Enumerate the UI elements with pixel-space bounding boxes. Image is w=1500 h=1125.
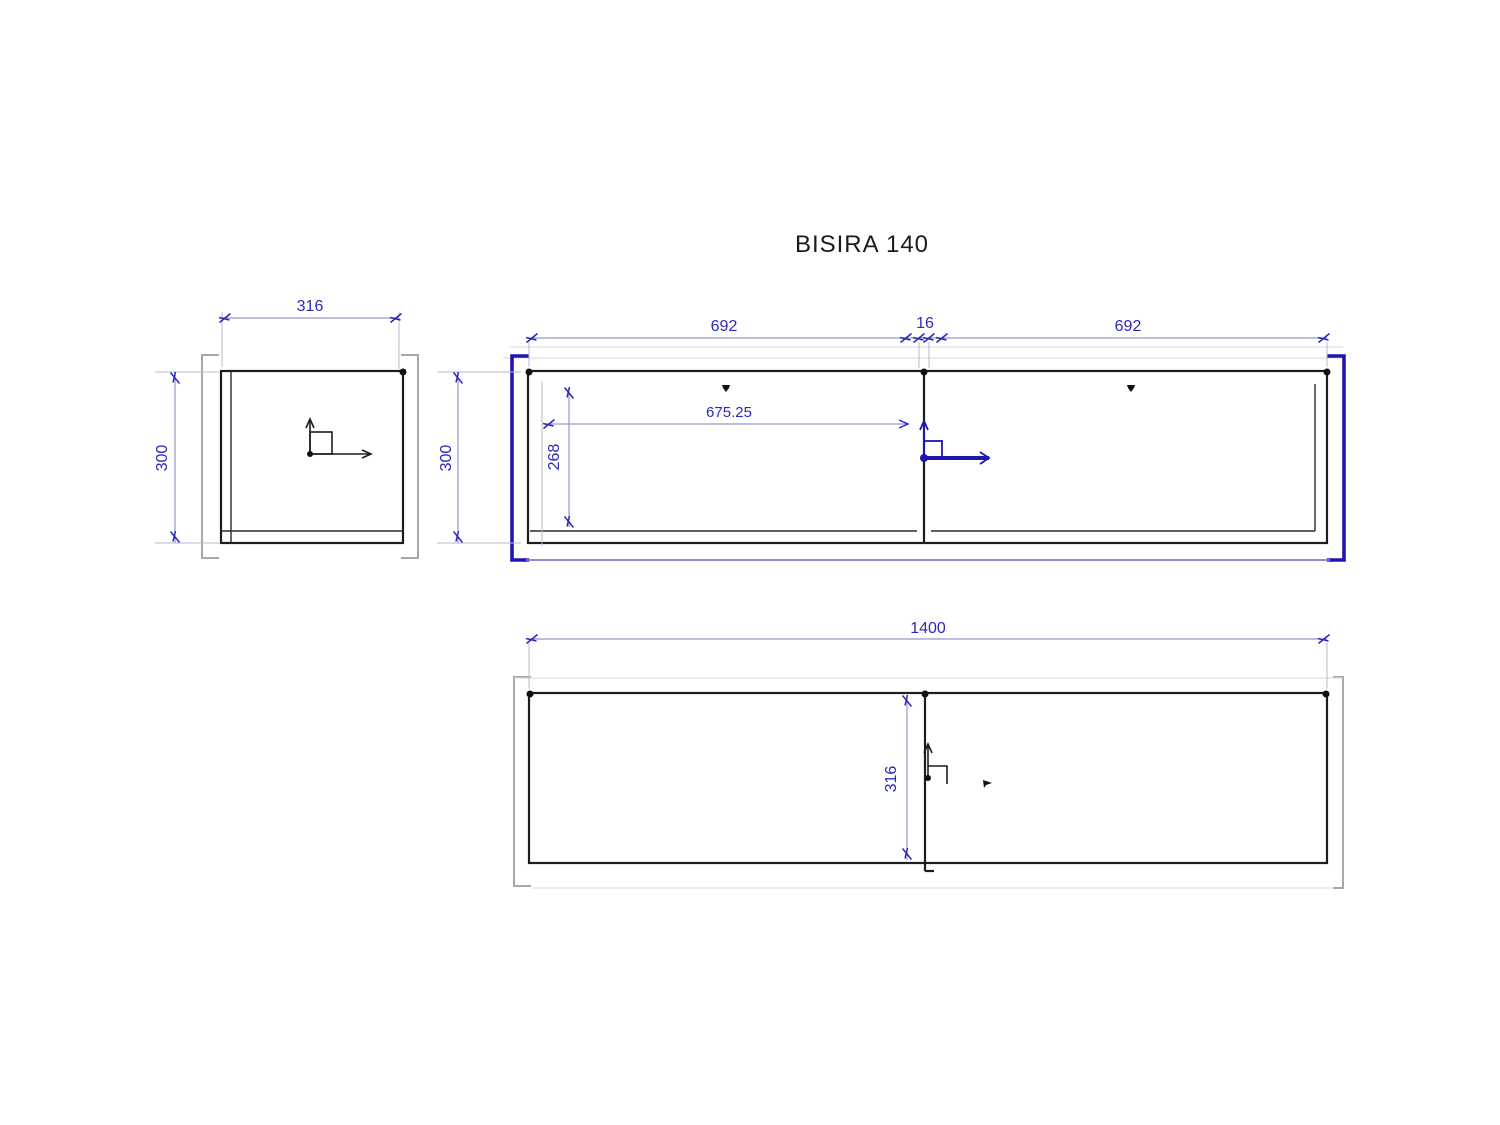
- corner-point: [921, 690, 929, 698]
- corner-point: [1323, 368, 1331, 376]
- dim-top-depth-value: 316: [883, 766, 900, 793]
- drawing-title: BISIRA 140: [795, 231, 929, 258]
- dim-interior-width-value: 675.25: [706, 404, 752, 421]
- corner-point: [399, 368, 407, 376]
- side-viewport-frame: [201, 354, 419, 559]
- corner-point: [526, 690, 534, 698]
- dim-interior-height-value: 268: [546, 444, 563, 471]
- top-view: 1400 316: [513, 620, 1344, 889]
- corner-point: [525, 368, 533, 376]
- pointer-marker-icon: [983, 780, 992, 788]
- dim-right-door-width-value: 692: [1115, 318, 1142, 335]
- top-origin-axis-icon: [923, 742, 948, 784]
- origin-axis-icon: [305, 417, 373, 459]
- corner-point: [920, 368, 928, 376]
- dim-door-gap-value: 16: [916, 315, 934, 332]
- front-viewport-frame: [510, 354, 1346, 562]
- door-marker-icon: [722, 385, 730, 392]
- dim-top-width: 1400: [525, 620, 1331, 689]
- dim-side-width: 316: [218, 298, 403, 369]
- top-cabinet-outline: [527, 691, 1329, 873]
- dim-front-height-value: 300: [438, 445, 455, 472]
- dim-top-depth: 316: [883, 694, 913, 861]
- dim-side-height: 300: [154, 371, 219, 544]
- corner-point: [1322, 690, 1330, 698]
- dim-interior-width: 675.25: [541, 381, 910, 546]
- dim-front-top: 692 16 692: [525, 315, 1331, 368]
- ucs-origin-icon: [919, 418, 991, 465]
- side-view: 316 300: [154, 298, 419, 559]
- dim-front-height: 300: [437, 371, 521, 544]
- front-view: 692 16 692 300: [437, 315, 1346, 562]
- dim-top-width-value: 1400: [910, 620, 946, 637]
- top-viewport-frame: [513, 676, 1344, 889]
- dim-side-width-value: 316: [297, 298, 324, 315]
- dim-side-height-value: 300: [154, 445, 171, 472]
- side-panel-outline: [219, 369, 405, 545]
- dim-left-door-width-value: 692: [711, 318, 738, 335]
- door-marker-icon: [1127, 385, 1135, 392]
- dim-interior-height: 268: [546, 386, 575, 529]
